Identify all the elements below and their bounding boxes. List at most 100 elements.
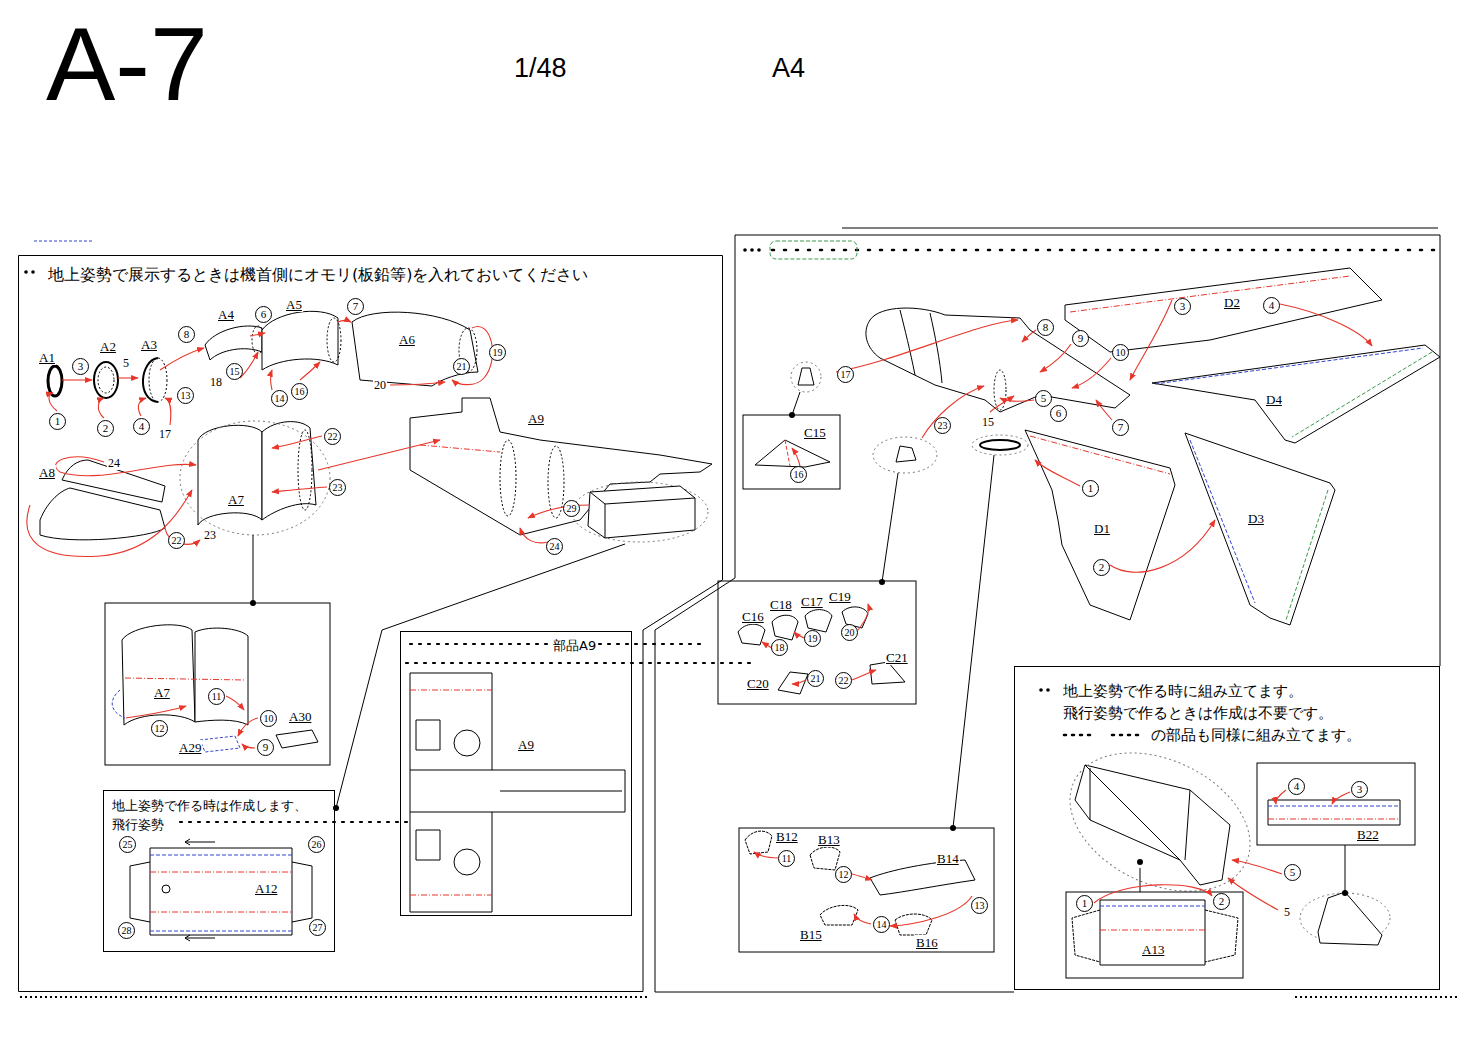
green-dash (1286, 490, 1328, 620)
part-a7 (122, 625, 195, 725)
part-b16 (895, 914, 932, 935)
fold-line (785, 440, 790, 466)
green-dash (1292, 352, 1432, 437)
assembly-arrow (990, 396, 1014, 412)
assembly-arrow (1110, 520, 1215, 572)
assembly-arrow (165, 398, 171, 425)
callout-number: 1 (1076, 895, 1093, 912)
part-name: C17 (800, 594, 824, 609)
part-a5 (262, 311, 338, 370)
assembly-arrow (49, 393, 57, 411)
callout-number: 7 (1112, 419, 1129, 436)
part-small (896, 446, 916, 462)
assembly-arrow (1228, 878, 1278, 910)
callout-number: 2 (97, 420, 114, 437)
part-b-small (980, 440, 1020, 450)
leader-dot (333, 805, 339, 811)
callout-number: 4 (1288, 778, 1305, 795)
assembly-arrow (272, 436, 322, 448)
callout-number: 4 (1263, 297, 1280, 314)
callout-number: 24 (546, 538, 563, 555)
assembly-arrow (854, 914, 871, 924)
callout-number: 22 (324, 428, 341, 445)
callout-number: 21 (807, 670, 824, 687)
callout-number: 3 (1351, 781, 1368, 798)
panel-outline-shape (19, 256, 723, 992)
part-c20 (778, 672, 808, 694)
assembly-arrow (226, 696, 244, 710)
scale-label: 1/48 (514, 53, 567, 83)
part-a13-built (1075, 765, 1230, 885)
part-name: A7 (153, 685, 171, 700)
callout-number: 17 (837, 366, 854, 383)
note-text: 地上姿勢で展示するときは機首側にオモリ(板鉛等)を入れておいてください (48, 263, 588, 286)
part-a3 (143, 358, 158, 402)
part-c18 (772, 615, 798, 640)
part-name: C15 (803, 425, 827, 440)
callout-number: 5 (1284, 864, 1301, 881)
part-name: A7 (227, 492, 245, 507)
part-name: A5 (285, 297, 303, 312)
step-number: 15 (981, 415, 995, 429)
part-name: A4 (217, 307, 235, 322)
assembly-arrow (890, 896, 972, 926)
assembly-arrow (452, 326, 493, 384)
part-name: A30 (288, 709, 312, 724)
assembly-arrow (792, 448, 800, 466)
assembly-arrow (318, 440, 440, 470)
callout-number: 9 (1072, 330, 1089, 347)
part-d4 (1152, 345, 1440, 443)
callout-number: 19 (489, 344, 506, 361)
assembly-arrow (1094, 885, 1212, 903)
part-a12-built (588, 486, 695, 538)
assembly-arrow (240, 352, 258, 378)
assembly-arrow (1072, 358, 1111, 388)
direction-arrow (185, 839, 215, 941)
note-text: 地上姿勢で作る時に組み立てます。 飛行姿勢で作るときは作成は不要です。 (1063, 681, 1433, 725)
part-name: A9 (527, 411, 545, 426)
part-name: B22 (1356, 827, 1380, 842)
green-dash-sample (770, 241, 857, 259)
part-c17 (805, 610, 832, 632)
assembly-arrow (27, 490, 192, 557)
assembly-arrow (922, 386, 984, 438)
step-number: 23 (203, 528, 217, 542)
callout-number: 1 (49, 413, 66, 430)
assembly-arrow (300, 362, 320, 380)
inset-box (1066, 892, 1243, 978)
leader-line (882, 473, 898, 582)
dot (743, 248, 747, 252)
panel-frame (735, 235, 1440, 665)
leader-line (253, 535, 254, 603)
callout-number: 15 (226, 363, 243, 380)
assembly-arrow (1130, 300, 1172, 380)
assembly-arrow (858, 604, 869, 630)
part-a6 (352, 312, 478, 386)
assembly-arrow (62, 379, 92, 380)
step-number: 5 (122, 356, 130, 370)
part-a13 (1100, 900, 1205, 965)
step-number: 18 (209, 375, 223, 389)
step-number: 5 (1283, 905, 1291, 919)
box-heading: 地上姿勢で作る時は作成します、 飛行姿勢 (112, 797, 330, 835)
part-name: A9 (517, 737, 535, 752)
part-name: C16 (741, 609, 765, 624)
step-number: 17 (158, 427, 172, 441)
edge-line (590, 492, 605, 504)
part-a2-tabs (98, 367, 114, 393)
assembly-arrow (118, 377, 138, 378)
note-text: の部品も同様に組み立てます。 (1151, 725, 1361, 747)
edge-line (410, 770, 492, 771)
part-c21 (870, 662, 905, 684)
box-heading: 部品A9 (551, 637, 598, 656)
part-name: B14 (936, 851, 960, 866)
part-name: A1 (38, 350, 56, 365)
canopy-line (900, 310, 942, 383)
part-a2 (94, 362, 118, 398)
assembly-arrow (794, 632, 804, 638)
callout-number: 10 (1112, 344, 1129, 361)
edge-line (605, 504, 606, 538)
callout-number: 29 (563, 500, 580, 517)
blue-dash (1268, 806, 1400, 807)
callout-number: 22 (835, 672, 852, 689)
